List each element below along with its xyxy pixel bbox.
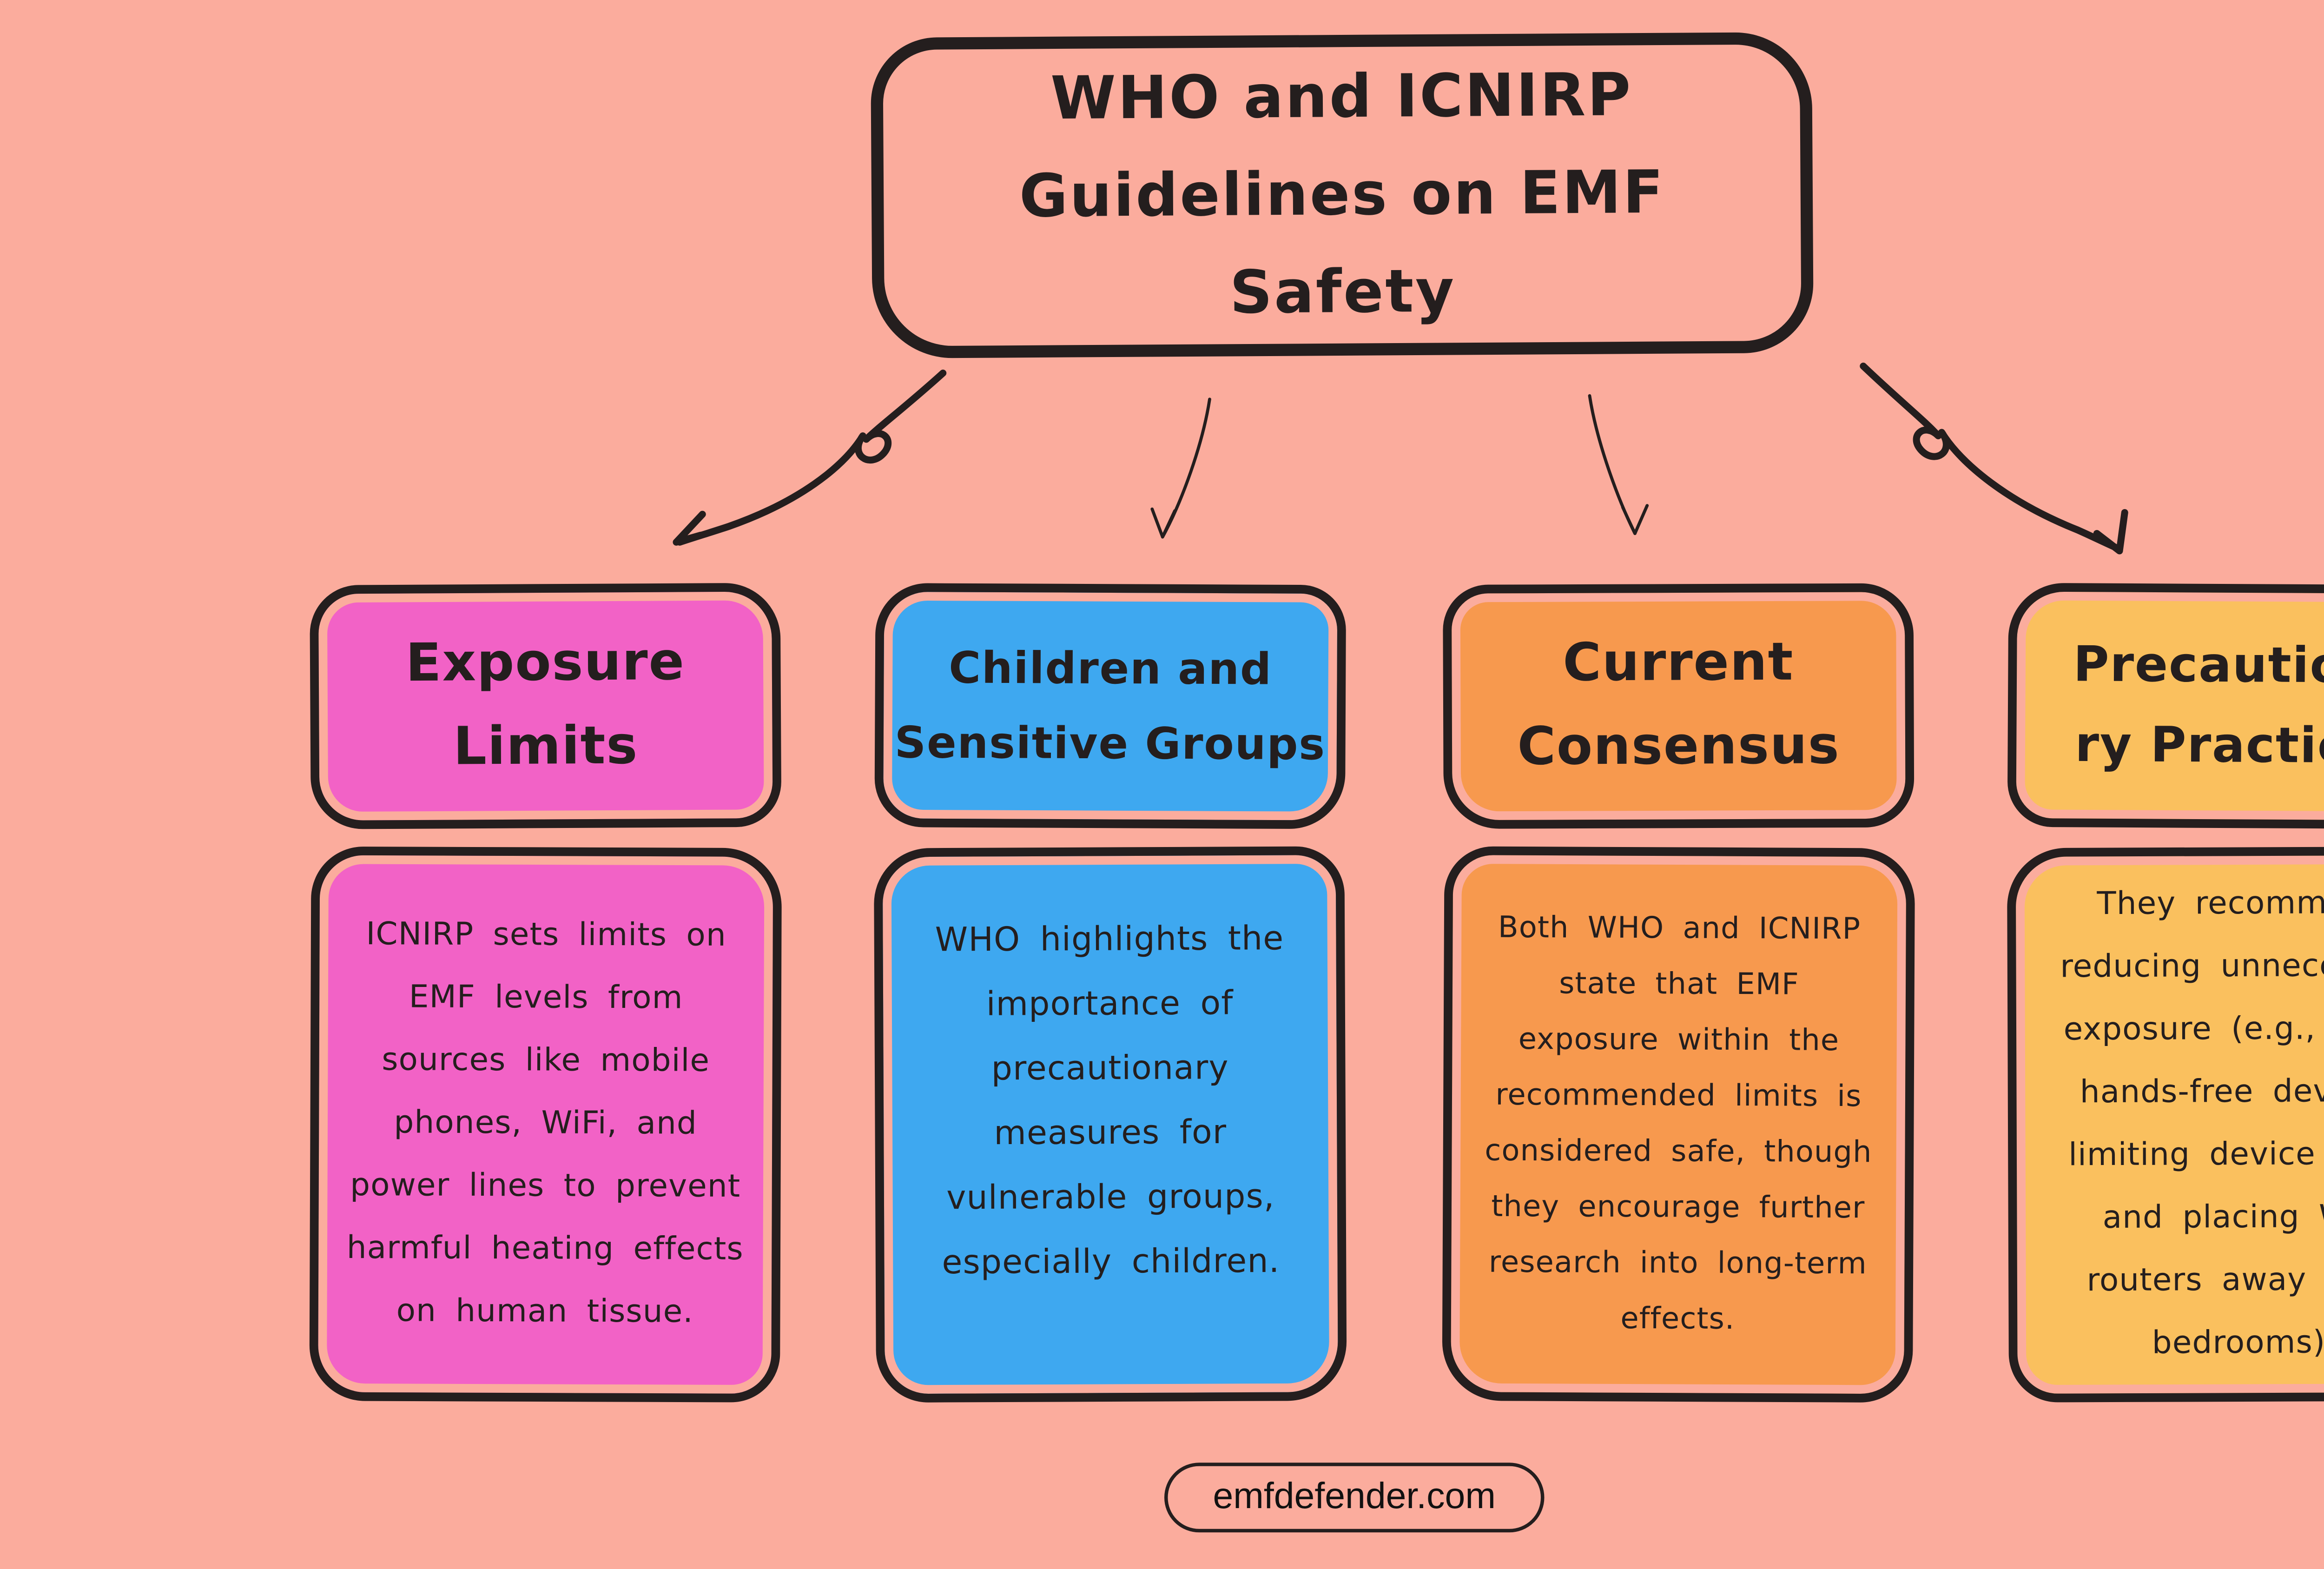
header-exposure-limits: Exposure Limits xyxy=(310,583,782,829)
header-current-consensus-line-1: Current xyxy=(1563,632,1794,695)
header-exposure-limits-line-1: Exposure xyxy=(405,632,686,695)
connector-arrows xyxy=(673,363,2128,555)
website-badge: emfdefender.com xyxy=(1164,1463,1545,1533)
arrow-to-exposure-limits xyxy=(673,370,947,546)
header-precautionary-practices-line-1: Precautiona xyxy=(2073,635,2324,695)
header-current-consensus: Current Consensus xyxy=(1443,583,1915,829)
website-badge-label: emfdefender.com xyxy=(1213,1476,1496,1517)
header-exposure-limits-line-2: Limits xyxy=(453,716,639,778)
body-exposure-limits: ICNIRP sets limits on EMF levels from so… xyxy=(309,846,782,1403)
body-precautionary-practices: They recommend reducing unnecessary expo… xyxy=(2007,846,2324,1403)
arrow-to-precautionary-practices xyxy=(1860,363,2128,555)
header-precautionary-practices-line-2: ry Practices xyxy=(2074,715,2324,775)
body-exposure-limits-text: ICNIRP sets limits on EMF levels from so… xyxy=(346,916,744,1331)
body-current-consensus-text: Both WHO and ICNIRP state that EMF expos… xyxy=(1485,911,1872,1337)
body-precautionary-practices-text: They recommend reducing unnecessary expo… xyxy=(2060,885,2324,1362)
body-current-consensus: Both WHO and ICNIRP state that EMF expos… xyxy=(1442,846,1915,1403)
header-children-sensitive-groups-line-2: Sensitive Groups xyxy=(894,717,1326,770)
body-children-sensitive-groups-text: WHO highlights the importance of precaut… xyxy=(935,920,1284,1282)
arrow-to-current-consensus xyxy=(1588,394,1649,535)
body-children-sensitive-groups: WHO highlights the importance of precaut… xyxy=(873,846,1347,1403)
header-children-sensitive-groups-line-1: Children and xyxy=(948,642,1273,695)
header-precautionary-practices: Precautiona ry Practices xyxy=(2007,583,2324,829)
title-line-2: Guidelines on EMF xyxy=(1019,158,1665,232)
title-box: WHO and ICNIRP Guidelines on EMF Safety xyxy=(870,32,1814,359)
title-line-3: Safety xyxy=(1229,257,1456,329)
arrow-to-children-sensitive-groups xyxy=(1150,397,1211,539)
title-line-1: WHO and ICNIRP xyxy=(1050,61,1633,134)
header-current-consensus-line-2: Consensus xyxy=(1517,716,1840,778)
header-children-sensitive-groups: Children and Sensitive Groups xyxy=(874,583,1347,829)
